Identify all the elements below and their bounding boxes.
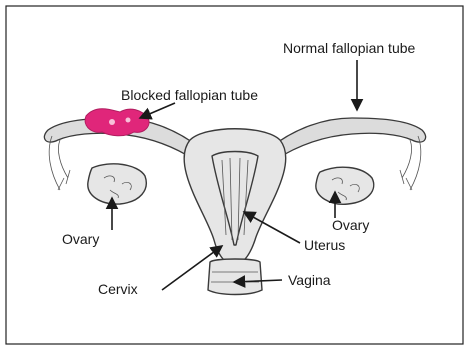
label-blocked-fallopian-tube: Blocked fallopian tube [121, 87, 258, 103]
arrow-blocked [140, 103, 175, 118]
label-vagina: Vagina [288, 272, 331, 288]
left-ovary [88, 164, 146, 204]
cervix-vagina [208, 259, 262, 295]
label-uterus: Uterus [304, 237, 345, 253]
uterus-body [184, 129, 286, 266]
right-ovary [316, 167, 374, 204]
label-cervix: Cervix [98, 281, 138, 297]
blockage-marker [85, 109, 149, 136]
label-ovary-left: Ovary [62, 231, 99, 247]
label-ovary-right: Ovary [332, 217, 369, 233]
label-normal-fallopian-tube: Normal fallopian tube [283, 40, 416, 56]
